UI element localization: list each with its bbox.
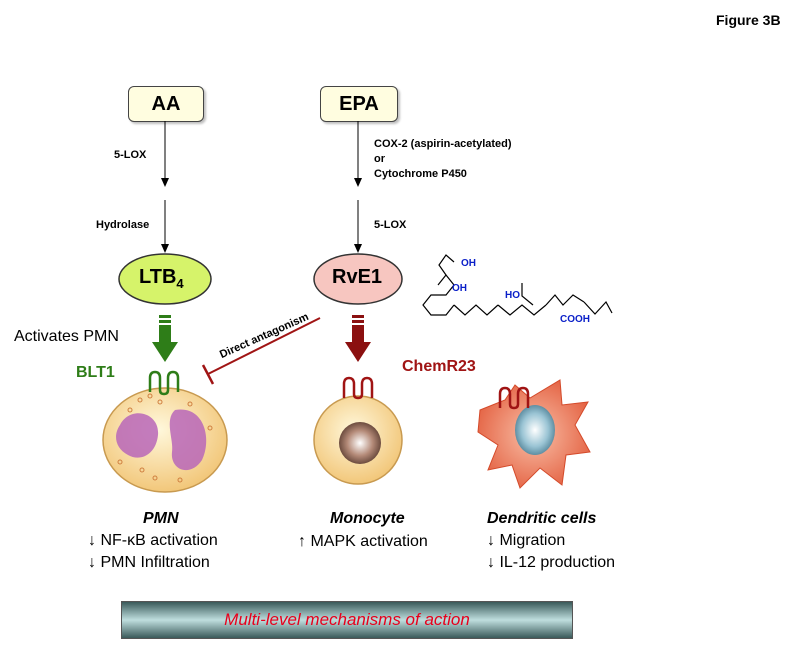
dendritic-effect-1: ↓ Migration bbox=[487, 532, 566, 549]
pmn-effect-2: ↓ PMN Infiltration bbox=[88, 554, 210, 571]
antagonism-blunt-end bbox=[201, 364, 215, 385]
right-enzyme-1: COX-2 (aspirin-acetylated) or Cytochrome… bbox=[374, 137, 512, 182]
activates-pmn-label: Activates PMN bbox=[14, 328, 119, 345]
oh-label-1: OH bbox=[461, 258, 476, 269]
blt1-label: BLT1 bbox=[76, 364, 115, 381]
dendritic-cell bbox=[477, 379, 591, 489]
footer-text: Multi-level mechanisms of action bbox=[224, 610, 470, 629]
cox2-label: COX-2 (aspirin-acetylated) bbox=[374, 138, 512, 150]
dendritic-effect-2: ↓ IL-12 production bbox=[487, 554, 616, 571]
rve1-ellipse bbox=[313, 253, 403, 305]
monocyte-name: Monocyte bbox=[330, 510, 405, 527]
ltb4-label: LTB4 bbox=[139, 266, 184, 291]
red-activation-arrow bbox=[345, 315, 371, 362]
pmn-effect-1: ↓ NF-κB activation bbox=[88, 532, 218, 549]
aa-box: AA bbox=[128, 86, 204, 122]
chemr23-receptor-icon-monocyte bbox=[342, 376, 374, 400]
pmn-name: PMN bbox=[143, 510, 179, 527]
blt1-receptor-icon bbox=[148, 370, 180, 396]
chemr23-label: ChemR23 bbox=[402, 358, 476, 375]
ltb4-subscript: 4 bbox=[176, 276, 184, 291]
cooh-label: COOH bbox=[560, 314, 590, 325]
left-enzyme-hydrolase: Hydrolase bbox=[96, 219, 150, 231]
green-activation-arrow bbox=[152, 315, 178, 362]
monocyte-cell bbox=[313, 395, 403, 485]
ltb4-main: LTB bbox=[139, 266, 177, 288]
rve1-label: RvE1 bbox=[332, 266, 383, 288]
cyp450-label: Cytochrome P450 bbox=[374, 168, 467, 180]
right-enzyme-5lox: 5-LOX bbox=[374, 219, 407, 231]
or-label: or bbox=[374, 153, 385, 165]
dendritic-effects: ↓ Migration ↓ IL-12 production bbox=[487, 530, 615, 574]
pmn-effects: ↓ NF-κB activation ↓ PMN Infiltration bbox=[88, 530, 218, 574]
chemr23-receptor-icon-dendritic bbox=[498, 386, 530, 410]
figure-label: Figure 3B bbox=[716, 12, 781, 28]
monocyte-effect-1: ↑ MAPK activation bbox=[298, 533, 428, 550]
pmn-cell bbox=[102, 387, 228, 493]
ho-label: HO bbox=[505, 290, 520, 301]
dendritic-name: Dendritic cells bbox=[487, 510, 597, 527]
rve1-structure bbox=[422, 254, 613, 316]
antagonism-line bbox=[207, 317, 321, 375]
ltb4-ellipse bbox=[118, 253, 212, 305]
footer-bar: Multi-level mechanisms of action bbox=[121, 601, 573, 639]
oh-label-2: OH bbox=[452, 283, 467, 294]
left-enzyme-5lox: 5-LOX bbox=[114, 149, 147, 161]
epa-box: EPA bbox=[320, 86, 398, 122]
